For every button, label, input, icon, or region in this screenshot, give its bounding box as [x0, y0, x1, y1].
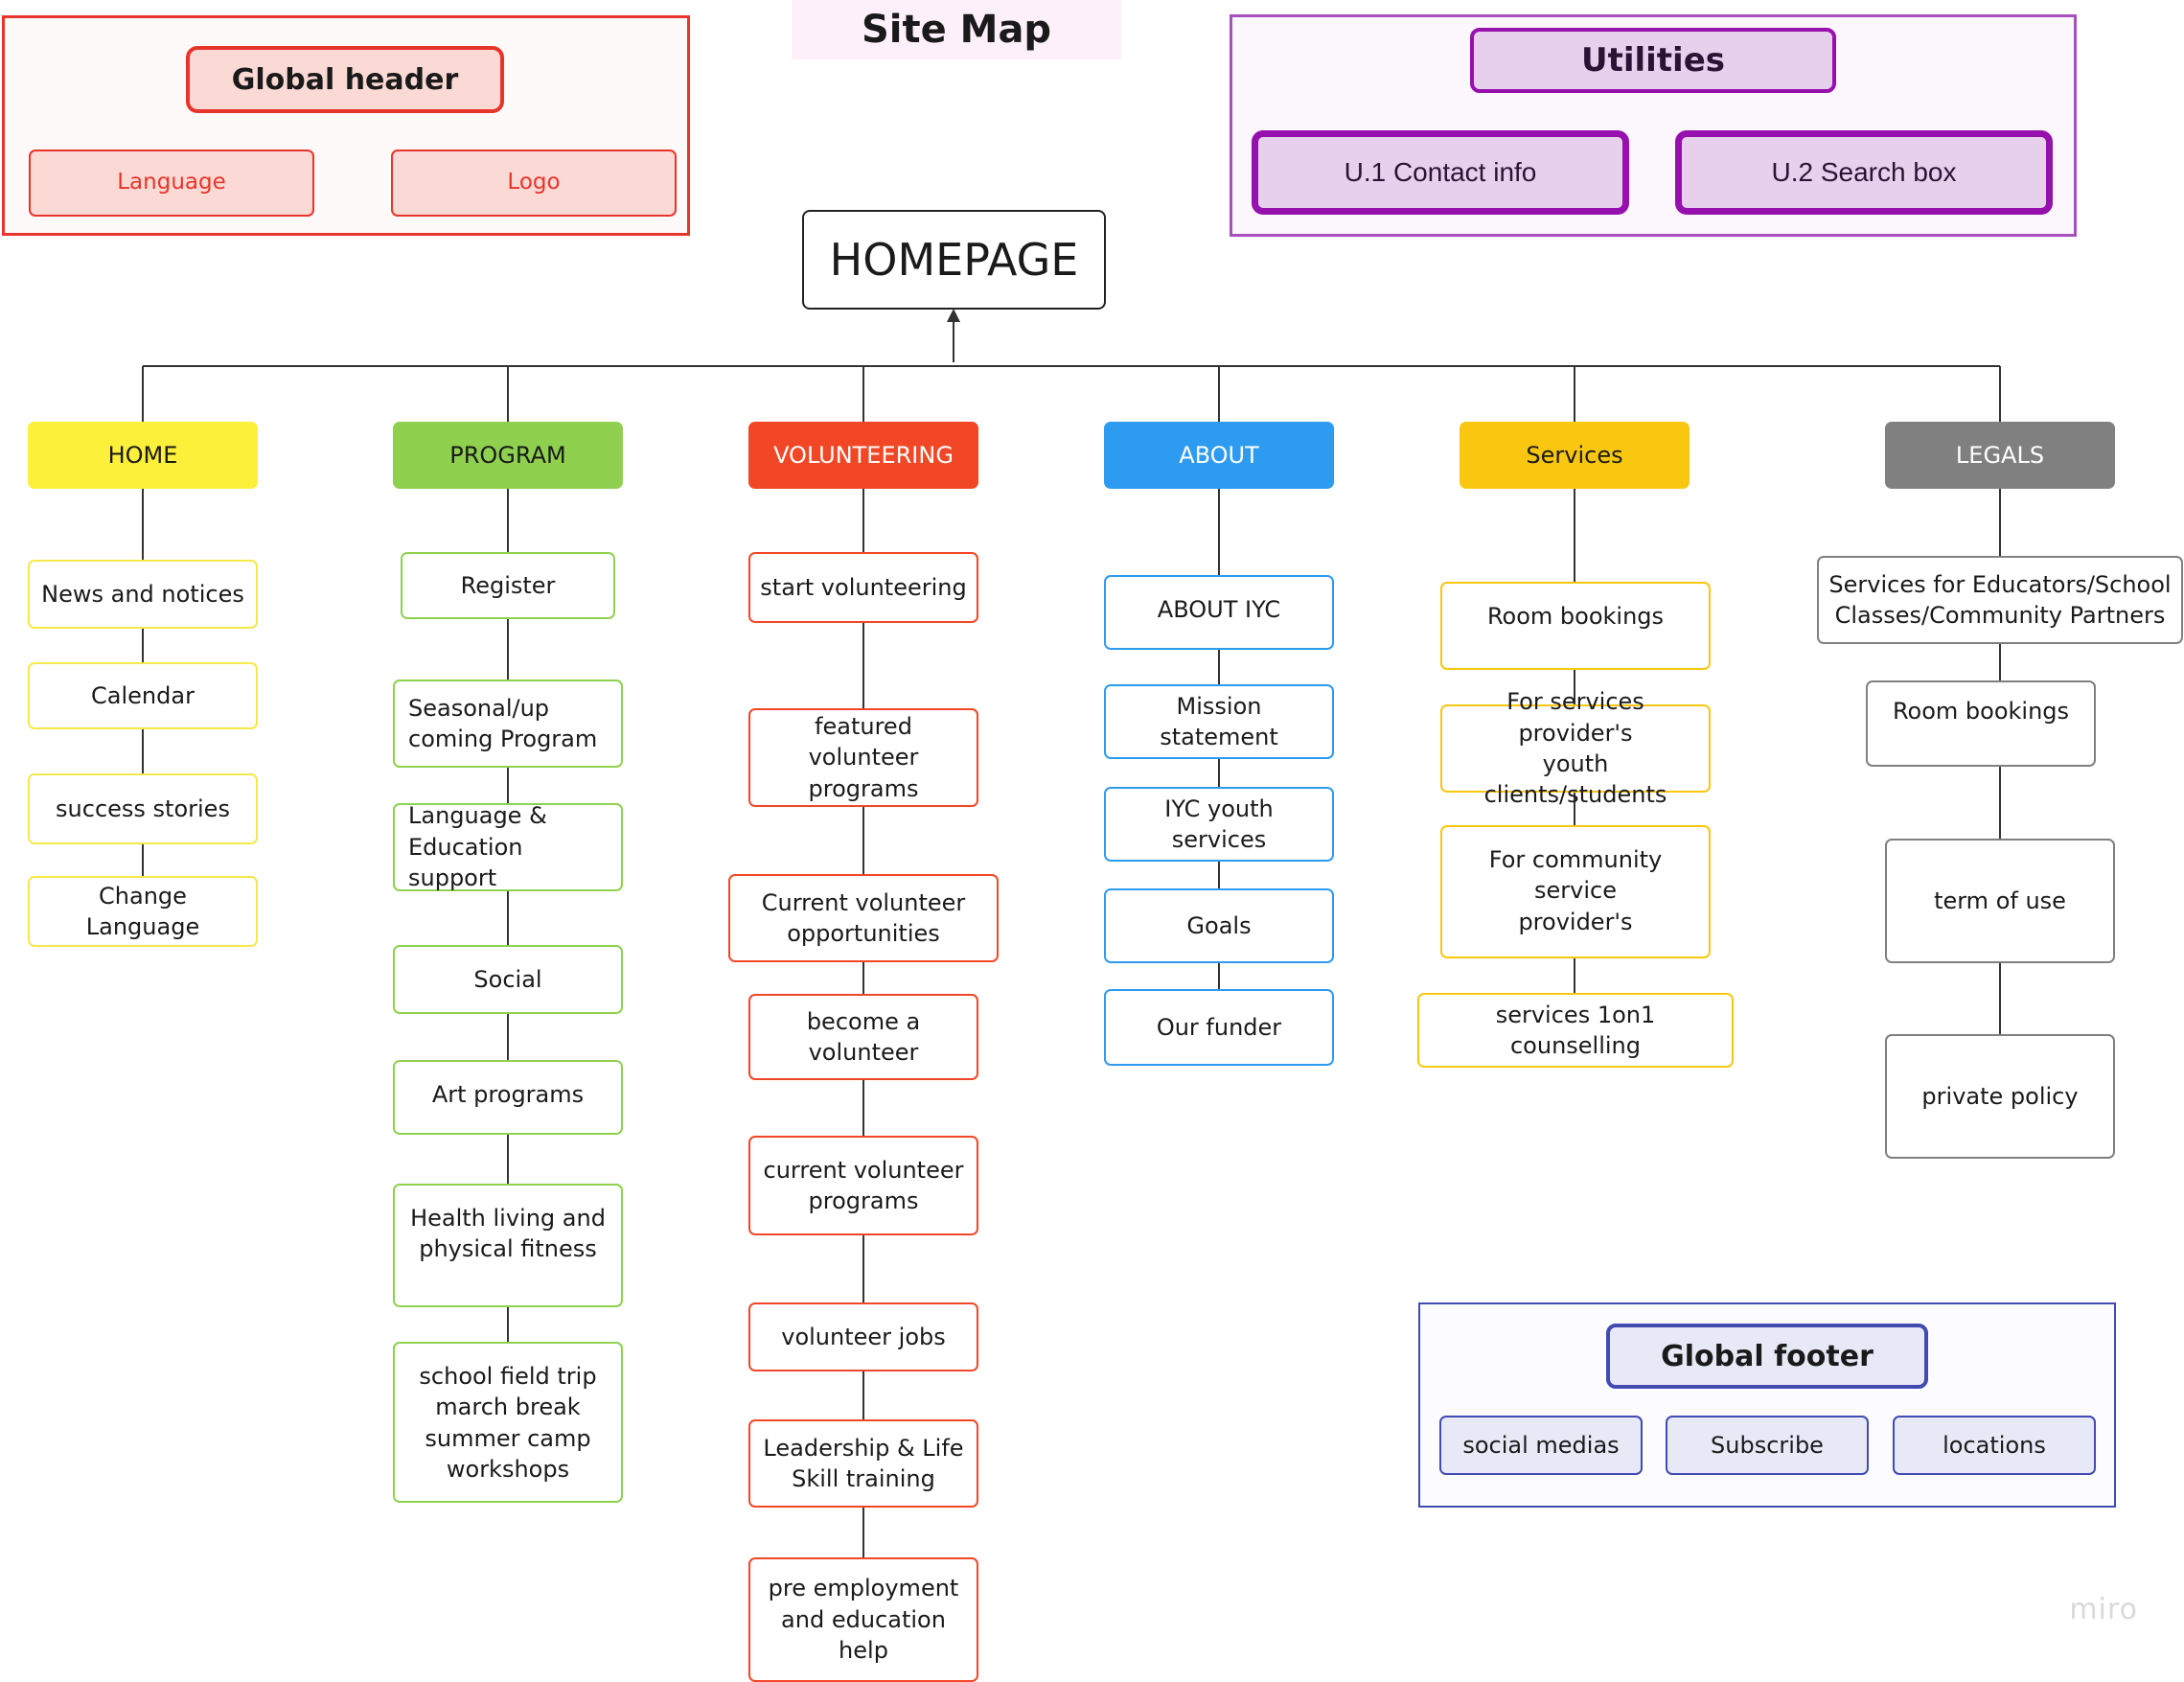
- global-footer-item-locations[interactable]: locations: [1893, 1416, 2096, 1475]
- volunteering-item-pre-employment[interactable]: pre employment and education help: [748, 1557, 978, 1682]
- legals-item-services-educators[interactable]: Services for Educators/School Classes/Co…: [1817, 556, 2183, 644]
- services-item-counselling[interactable]: services 1on1 counselling: [1417, 993, 1734, 1068]
- global-header-item-language[interactable]: Language: [29, 150, 314, 217]
- home-item-news-and-notices[interactable]: News and notices: [28, 560, 258, 629]
- about-item-goals[interactable]: Goals: [1104, 888, 1334, 963]
- category-about[interactable]: ABOUT: [1104, 422, 1334, 489]
- category-legals[interactable]: LEGALS: [1885, 422, 2115, 489]
- program-item-social[interactable]: Social: [393, 945, 623, 1014]
- miro-watermark: miro: [2069, 1593, 2138, 1626]
- volunteering-item-jobs[interactable]: volunteer jobs: [748, 1302, 978, 1371]
- about-item-about-iyc[interactable]: ABOUT IYC: [1104, 575, 1334, 650]
- utilities-title[interactable]: Utilities: [1470, 28, 1836, 93]
- volunteering-item-become[interactable]: become a volunteer: [748, 994, 978, 1080]
- category-services[interactable]: Services: [1460, 422, 1690, 489]
- program-item-language-education[interactable]: Language & Education support: [393, 802, 623, 891]
- home-item-change-language[interactable]: Change Language: [28, 876, 258, 947]
- volunteering-item-current-programs[interactable]: current volunteer programs: [748, 1136, 978, 1235]
- volunteering-item-start[interactable]: start volunteering: [748, 552, 978, 623]
- about-item-youth-services[interactable]: IYC youth services: [1104, 787, 1334, 862]
- home-item-success-stories[interactable]: success stories: [28, 773, 258, 844]
- program-item-register[interactable]: Register: [401, 552, 615, 619]
- global-footer-title[interactable]: Global footer: [1606, 1324, 1928, 1389]
- volunteering-item-leadership[interactable]: Leadership & Life Skill training: [748, 1419, 978, 1508]
- category-program[interactable]: PROGRAM: [393, 422, 623, 489]
- volunteering-item-current-opportunities[interactable]: Current volunteer opportunities: [728, 874, 999, 962]
- volunteering-item-featured[interactable]: featured volunteer programs: [748, 708, 978, 807]
- services-item-community-providers[interactable]: For community service provider's: [1440, 825, 1711, 958]
- category-home[interactable]: HOME: [28, 422, 258, 489]
- home-item-calendar[interactable]: Calendar: [28, 662, 258, 729]
- program-item-school-field-trip[interactable]: school field trip march break summer cam…: [393, 1342, 623, 1503]
- utilities-search-box[interactable]: U.2 Search box: [1675, 130, 2053, 215]
- utilities-contact-info[interactable]: U.1 Contact info: [1252, 130, 1629, 215]
- about-item-mission[interactable]: Mission statement: [1104, 684, 1334, 759]
- global-footer-item-social-medias[interactable]: social medias: [1439, 1416, 1643, 1475]
- homepage-node[interactable]: HOMEPAGE: [802, 210, 1106, 310]
- about-item-our-funder[interactable]: Our funder: [1104, 989, 1334, 1066]
- global-header-item-logo[interactable]: Logo: [391, 150, 677, 217]
- services-item-providers-youth[interactable]: For services provider's youth clients/st…: [1440, 688, 1711, 808]
- program-item-seasonal[interactable]: Seasonal/up coming Program: [393, 680, 623, 768]
- program-item-health[interactable]: Health living and physical fitness: [393, 1184, 623, 1307]
- legals-item-private-policy[interactable]: private policy: [1885, 1034, 2115, 1159]
- services-item-room-bookings[interactable]: Room bookings: [1440, 582, 1711, 670]
- global-header-title[interactable]: Global header: [186, 46, 504, 113]
- program-item-art[interactable]: Art programs: [393, 1060, 623, 1135]
- page-title: Site Map: [792, 0, 1121, 59]
- global-footer-item-subscribe[interactable]: Subscribe: [1666, 1416, 1869, 1475]
- legals-item-room-bookings[interactable]: Room bookings: [1866, 680, 2096, 767]
- arrow-head-icon: [947, 309, 960, 322]
- category-volunteering[interactable]: VOLUNTEERING: [748, 422, 978, 489]
- legals-item-term-of-use[interactable]: term of use: [1885, 839, 2115, 963]
